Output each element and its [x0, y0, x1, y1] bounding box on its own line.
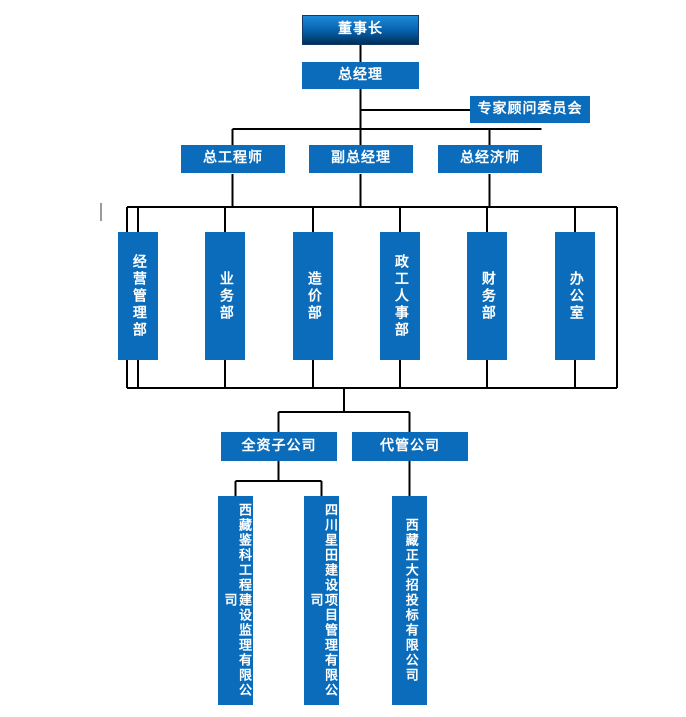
node-department-operations-management[interactable]: 经营管理部 — [118, 232, 158, 360]
node-managed-company[interactable]: 代管公司 — [352, 432, 468, 461]
node-company-xizang-zhengda[interactable]: 西藏正大招投标有限公司 — [392, 496, 427, 705]
node-department-cost-estimation[interactable]: 造价部 — [293, 232, 333, 360]
node-department-political-work-hr[interactable]: 政工人事部 — [380, 232, 420, 360]
node-deputy-general-manager[interactable]: 副总经理 — [309, 145, 413, 173]
node-department-business[interactable]: 业务部 — [205, 232, 245, 360]
node-advisory-committee[interactable]: 专家顾问委员会 — [470, 96, 590, 123]
node-general-manager[interactable]: 总经理 — [302, 62, 419, 89]
node-company-sichuan-xingtian[interactable]: 四川星田建设项目管理有限公司 — [304, 496, 339, 705]
node-chief-engineer[interactable]: 总工程师 — [181, 145, 285, 173]
node-wholly-owned-subsidiary[interactable]: 全资子公司 — [221, 432, 337, 461]
left-margin-tick — [100, 203, 102, 221]
node-chief-economist[interactable]: 总经济师 — [438, 145, 542, 173]
node-department-finance[interactable]: 财务部 — [467, 232, 507, 360]
node-company-xizang-jianke[interactable]: 西藏鉴科工程建设监理有限公司 — [218, 496, 253, 705]
node-department-office[interactable]: 办公室 — [555, 232, 595, 360]
node-chairman[interactable]: 董事长 — [302, 15, 419, 45]
